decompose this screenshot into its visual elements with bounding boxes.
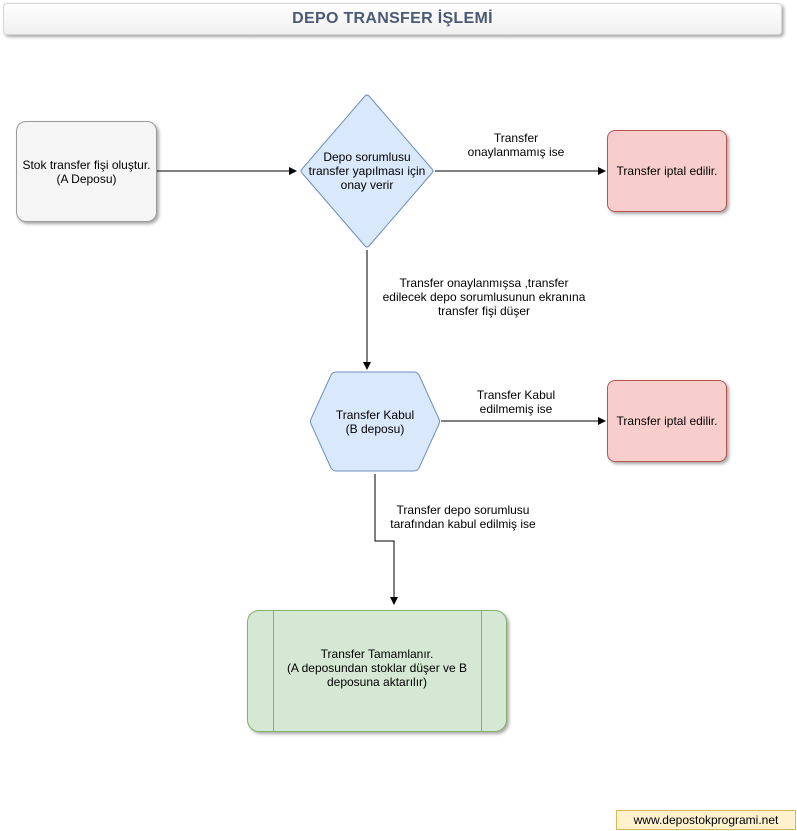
approval-decision: Depo sorumlusu transfer yapılması için o…	[298, 92, 436, 250]
left-divider	[273, 611, 274, 731]
website-link[interactable]: www.depostokprogrami.net	[616, 810, 796, 830]
start-process-box: Stok transfer fişi oluştur. (A Deposu)	[16, 121, 157, 222]
hexagon-shape	[310, 371, 440, 472]
complete-process-label: Transfer Tamamlanır. (A deposundan stokl…	[286, 647, 468, 689]
diamond-shape	[300, 94, 434, 248]
approval-decision-label: Depo sorumlusu transfer yapılması için o…	[308, 150, 426, 192]
right-divider	[481, 611, 482, 731]
accept-hexagon: Transfer Kabul (B deposu)	[309, 370, 441, 473]
edge-accept-to-complete	[374, 474, 398, 605]
complete-process-box: Transfer Tamamlanır. (A deposundan stokl…	[247, 610, 507, 732]
label-approved: Transfer onaylanmışsa ,transfer edilecek…	[374, 276, 594, 318]
page-title: DEPO TRANSFER İŞLEMİ	[3, 3, 782, 35]
accept-hexagon-label: Transfer Kabul (B deposu)	[335, 407, 415, 436]
label-not-approved: Transfer onaylanmamış ise	[456, 131, 576, 159]
label-accepted: Transfer depo sorumlusu tarafından kabul…	[378, 503, 548, 531]
label-not-accepted: Transfer Kabul edilmemiş ise	[456, 388, 576, 416]
cancel-box-1: Transfer iptal edilir.	[607, 130, 727, 212]
cancel-box-2: Transfer iptal edilir.	[607, 380, 727, 462]
